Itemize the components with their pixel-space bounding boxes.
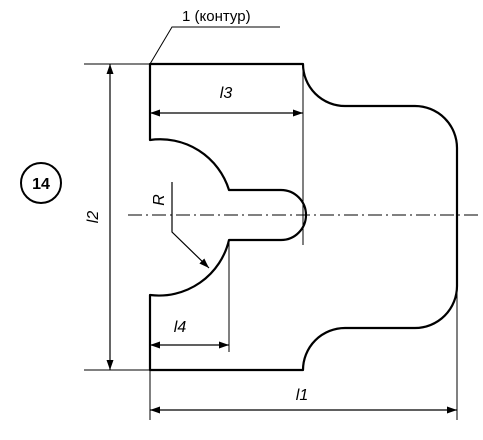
radius-leader <box>171 182 210 269</box>
contour-callout-label: 1 (контур) <box>182 8 251 25</box>
part-contour <box>148 62 459 372</box>
dimension-label-l4: l4 <box>174 319 187 336</box>
dimension-label-l2: l2 <box>85 211 102 224</box>
dimension-label-l1: l1 <box>296 387 308 404</box>
variant-number: 14 <box>32 176 50 193</box>
variant-number-circle <box>20 162 62 204</box>
radius-label: R <box>151 194 168 206</box>
contour-callout-leader <box>149 26 280 65</box>
extension-lines <box>84 63 458 420</box>
dimension-label-l3: l3 <box>220 85 233 102</box>
